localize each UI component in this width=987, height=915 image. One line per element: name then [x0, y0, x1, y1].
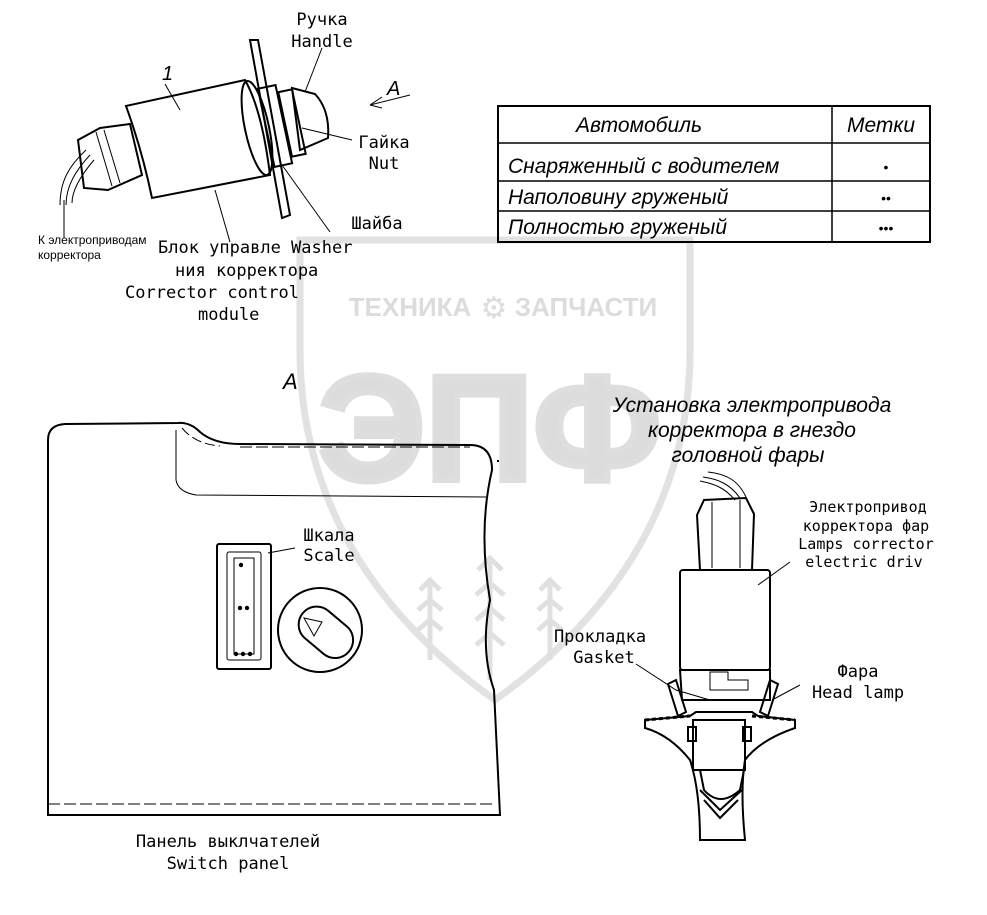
panel-label-en: Switch panel	[167, 854, 290, 874]
actuator-label-line4: electric driv	[805, 553, 922, 571]
actuator-flange	[678, 669, 771, 701]
nut-leader	[301, 127, 353, 141]
watermark-right-word: ЗАПЧАСТИ	[515, 292, 658, 322]
scale-label-en: Scale	[303, 546, 354, 566]
load-table	[497, 105, 931, 243]
headlamp-housing	[644, 711, 796, 841]
actuator-connector	[695, 496, 756, 571]
gasket	[666, 678, 688, 718]
handle-leader	[304, 47, 323, 93]
watermark-wheat-icon	[416, 554, 564, 680]
item-number-1: 1	[162, 63, 173, 85]
headlamp-label-ru: Фара	[838, 662, 879, 682]
module-label-line3: Corrector control	[125, 283, 299, 303]
headlamp-leader	[771, 684, 801, 701]
gasket-label-en: Gasket	[573, 648, 634, 668]
table-header-car: Автомобиль	[574, 114, 702, 137]
actuator-wires	[699, 471, 747, 501]
watermark-big-letters: ЭПФ	[319, 344, 662, 512]
actuator-leader	[757, 561, 791, 586]
module-mounting-plate	[248, 39, 292, 220]
module-leader	[214, 189, 231, 243]
drive-note-line2: корректора	[38, 248, 101, 262]
nut-label-en: Nut	[369, 154, 400, 174]
install-title-line1: Установка электропривода	[612, 394, 892, 417]
headlamp-label-en: Head lamp	[812, 683, 904, 703]
install-title-line2: корректора в гнездо	[648, 419, 856, 442]
knob-grip	[297, 605, 355, 660]
panel-label-ru: Панель выклчателей	[136, 832, 320, 852]
actuator-label-line3: Lamps corrector	[798, 535, 933, 553]
module-label-line1: Блок управле Washer	[158, 238, 352, 258]
gasket-leader	[635, 663, 711, 701]
corrector-knob	[277, 587, 363, 673]
plunger-ball	[698, 769, 746, 800]
gasket-label-ru: Прокладка	[554, 627, 646, 647]
washer-leader	[281, 164, 331, 233]
switch-panel-drawing	[47, 421, 502, 816]
actuator-label-line1: Электропривод	[809, 498, 926, 516]
scale-label-ru: Шкала	[303, 526, 354, 546]
view-arrow-a	[369, 94, 411, 109]
table-row-car: Снаряженный с водителем	[508, 155, 779, 178]
table-row-marks: •	[884, 159, 889, 175]
switch-panel-dashed-edge	[181, 427, 221, 447]
actuator-label-line2: корректора фар	[803, 517, 929, 535]
nut-label-ru: Гайка	[358, 133, 409, 153]
handle-label-ru: Ручка	[296, 10, 347, 30]
table-row-marks: •••	[879, 220, 894, 236]
item-1-leader	[164, 83, 181, 111]
module-body	[124, 78, 272, 200]
knob-pointer-icon	[303, 617, 323, 638]
table-row-marks: ••	[881, 190, 891, 206]
watermark-gear-icon: ⚙	[481, 291, 508, 326]
module-wires	[59, 149, 95, 206]
module-connector	[76, 122, 144, 192]
actuator-body	[679, 569, 771, 671]
table-row-car: Полностью груженый	[508, 216, 727, 239]
module-handle	[290, 86, 330, 152]
module-label-line2: ния корректора	[175, 261, 318, 281]
drive-note-line1: К электроприводам	[38, 233, 147, 247]
table-header-marks: Метки	[847, 114, 915, 137]
scale-leader	[267, 547, 296, 554]
install-title-line3: головной фары	[672, 444, 825, 467]
washer-label-ru: Шайба	[351, 214, 402, 234]
switch-panel-outline	[47, 421, 502, 816]
view-label-a: A	[281, 369, 298, 394]
corrector-control-module-drawing	[59, 39, 411, 243]
actuator-plunger	[692, 719, 746, 771]
headlamp-assembly-drawing	[635, 471, 801, 841]
watermark-left-word: ТЕХНИКА	[349, 292, 472, 322]
table-row-car: Наполовину груженый	[508, 186, 729, 209]
module-label-line4: module	[198, 305, 259, 325]
handle-label-en: Handle	[291, 32, 352, 52]
scale-window	[216, 543, 272, 670]
view-arrow-letter-top: A	[386, 78, 400, 100]
